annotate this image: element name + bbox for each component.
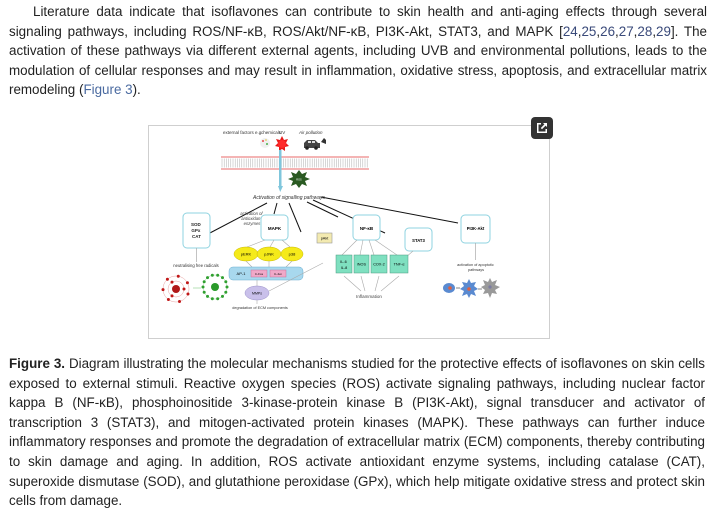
- apoptotic-label: activation of apoptotic pathways: [457, 263, 495, 272]
- tnfa-label: TNF-α: [394, 263, 406, 267]
- perk-label: pERK: [241, 252, 252, 257]
- free-radical-atom-icon: [161, 274, 190, 304]
- pakt-box: [316, 232, 333, 244]
- mapk-box: [260, 214, 289, 241]
- intro-text-1: Literature data indicate that isoflavone…: [9, 4, 707, 39]
- cfos-box: [250, 269, 268, 278]
- pathway-diagram: external factors e.g. chemicals UV Air p…: [161, 130, 500, 310]
- inos-label: iNOS: [357, 263, 367, 267]
- reference-link-25[interactable]: 25: [581, 23, 597, 39]
- caption-label: Figure 3.: [9, 356, 66, 371]
- cox2-box: [370, 254, 388, 274]
- intro-paragraph: Literature data indicate that isoflavone…: [9, 4, 708, 98]
- antioxidant-label: activation of antioxidant enzymes: [240, 211, 264, 226]
- figure-caption: Figure 3. Diagram illustrating the molec…: [9, 354, 705, 511]
- enzymes-list: SOD GPx CAT: [191, 222, 202, 239]
- activation-label: Activation of signalling pathways: [252, 195, 325, 201]
- nfkb-label: NF-κB: [360, 226, 374, 231]
- uv-label: UV: [279, 130, 285, 135]
- apoptosis-cells-icon: [443, 278, 500, 298]
- pi3k-akt-label: PI3K-Akt: [467, 226, 485, 231]
- cjun-box: [269, 269, 287, 278]
- intro-text-3: ).: [132, 82, 141, 98]
- reference-link-28[interactable]: 28: [637, 23, 653, 39]
- reference-link-26[interactable]: 26: [600, 23, 616, 39]
- neutralising-label: neutralising free radicals: [173, 263, 218, 268]
- ros-label: ROS: [296, 179, 302, 182]
- reference-link-24[interactable]: 24: [562, 23, 578, 39]
- car-pollution-icon: [304, 138, 326, 150]
- ap1-label: AP-1: [237, 271, 247, 276]
- caption-text: Diagram illustrating the molecular mecha…: [9, 356, 705, 509]
- stat3-box: [404, 227, 433, 252]
- figure-3-link[interactable]: Figure 3: [83, 82, 133, 98]
- intro-text-2: ]. The activation of these pathways via …: [9, 23, 708, 98]
- cell-membrane: [221, 156, 369, 170]
- stat3-label: STAT3: [412, 238, 425, 243]
- chemicals-icon: [260, 138, 270, 148]
- il6-il8-box: [335, 254, 353, 274]
- inflammation-label: Inflammation: [356, 294, 382, 299]
- expand-figure-button[interactable]: [531, 117, 553, 139]
- nfkb-box: [352, 214, 381, 241]
- inos-box: [353, 254, 370, 274]
- p38-label: p38: [289, 252, 296, 257]
- chemicals-label: chemicals: [261, 130, 282, 135]
- cfos-label: C-Fos: [255, 272, 264, 276]
- receptor: [279, 150, 282, 188]
- air-pollution-label: Air pollution: [298, 130, 323, 135]
- pakt-label: pAkt: [321, 237, 330, 241]
- cox2-label: COX-2: [373, 263, 385, 267]
- pjnk-label: pJNK: [264, 252, 274, 257]
- mmps-label: MMPs: [252, 292, 262, 296]
- open-in-new-window-icon: [537, 123, 547, 133]
- ecm-label: degradation of ECM components: [232, 306, 288, 310]
- antioxidant-atom-icon: [201, 273, 229, 301]
- tnfa-box: [389, 254, 409, 274]
- reference-link-27[interactable]: 27: [618, 23, 634, 39]
- external-factors-label: external factors e.g.: [223, 130, 263, 135]
- cjun-label: C-Jun: [274, 272, 282, 276]
- uv-sun-icon: [275, 136, 289, 151]
- figure-image[interactable]: external factors e.g. chemicals UV Air p…: [148, 125, 550, 339]
- il6-il8-label: IL-6 IL-8: [340, 260, 348, 270]
- reference-link-29[interactable]: 29: [656, 23, 671, 39]
- mapk-label: MAPK: [268, 226, 282, 231]
- ros-burst-icon: ROS: [288, 170, 310, 188]
